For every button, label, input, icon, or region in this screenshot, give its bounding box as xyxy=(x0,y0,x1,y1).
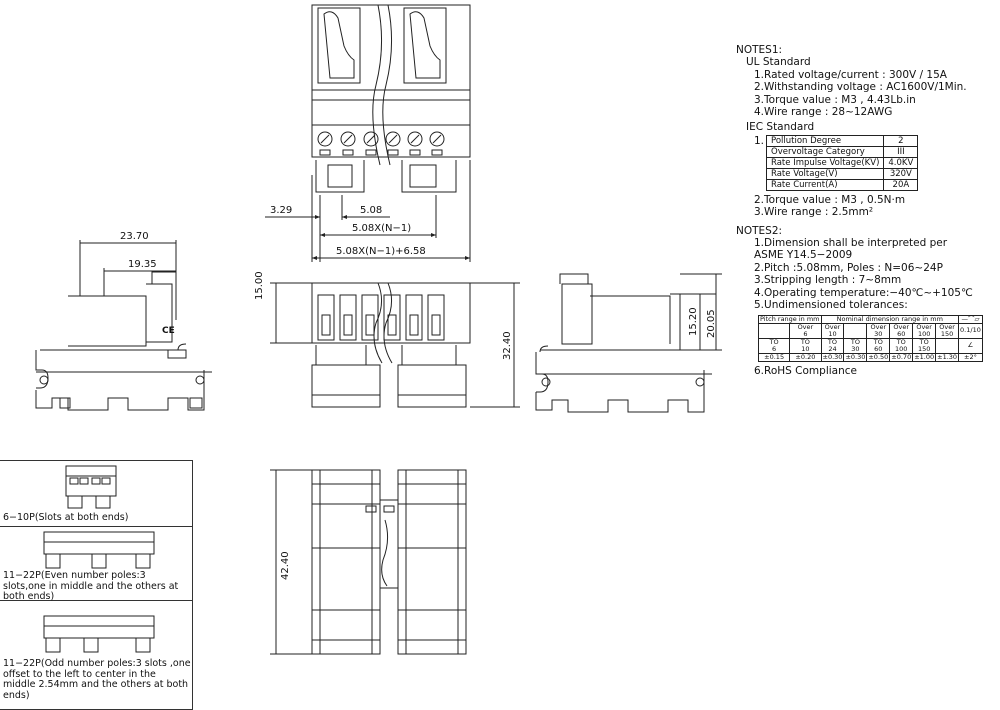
dim-42-40: 42.40 xyxy=(280,551,291,580)
notes2-item: ASME Y14.5−2009 xyxy=(754,249,853,262)
notes-panel: NOTES1: UL Standard 1.Rated voltage/curr… xyxy=(736,44,998,377)
ul-standard-title: UL Standard xyxy=(746,56,811,69)
iec-row: Rate Impulse Voltage(KV)4.0KV xyxy=(765,156,919,169)
left-side-view xyxy=(35,240,212,411)
iec-row: Rate Current(A)20A xyxy=(765,178,919,191)
tol-value: ±0.30 xyxy=(820,352,845,362)
iec-value: 2 xyxy=(883,134,919,147)
notes2-item: 3.Stripping length : 7~8mm xyxy=(754,274,902,287)
tol-value: ±0.20 xyxy=(789,352,822,362)
tol-value: ±1.00 xyxy=(912,352,937,362)
dim-5-08: 5.08 xyxy=(360,205,383,216)
iec-key: Pollution Degree xyxy=(765,134,885,147)
iec-key: Rate Current(A) xyxy=(765,178,885,191)
iec-key: Rate Voltage(V) xyxy=(765,167,885,180)
legend-cell: 6−10P(Slots at both ends) xyxy=(0,461,192,527)
front-view xyxy=(270,282,520,408)
legend-caption: 6−10P(Slots at both ends) xyxy=(3,512,129,523)
tol-cell xyxy=(757,322,791,339)
legend-thumbnails xyxy=(43,465,155,653)
iec-value: 4.0KV xyxy=(883,156,919,169)
iec-row: Rate Voltage(V)320V xyxy=(765,167,919,180)
legend-caption: 11−22P(Even number poles:3 slots,one in … xyxy=(3,570,179,602)
legend-cell: 11−22P(Odd number poles:3 slots ,one off… xyxy=(0,601,192,709)
ul-item: 1.Rated voltage/current : 300V / 15A xyxy=(754,68,947,81)
tol-flatness-symbol: —⌒▱ xyxy=(958,314,983,324)
tol-value: ±1.30 xyxy=(935,352,960,362)
notes2-item: 2.Pitch :5.08mm, Poles : N=06~24P xyxy=(754,261,943,274)
bottom-view xyxy=(270,469,467,655)
iec-item: 3.Wire range : 2.5mm² xyxy=(754,206,874,219)
dim-15-00: 15.00 xyxy=(254,271,265,300)
iec-value: III xyxy=(883,145,919,158)
notes1-title: NOTES1: xyxy=(736,44,783,56)
tol-cell xyxy=(843,322,868,339)
tol-value: ±0.15 xyxy=(757,352,791,362)
legend-cell: 11−22P(Even number poles:3 slots,one in … xyxy=(0,527,192,602)
iec-number: 1. xyxy=(754,134,765,147)
ul-item: 2.Withstanding voltage : AC1600V/1Min. xyxy=(754,81,967,94)
tolerance-table: Pitch range in mm Nominal dimension rang… xyxy=(757,314,983,362)
dim-23-70: 23.70 xyxy=(120,231,149,242)
notes2-title: NOTES2: xyxy=(736,224,783,237)
ce-mark: CE xyxy=(162,326,175,336)
notes2-item: 5.Undimensioned tolerances: xyxy=(754,299,908,312)
tol-header-nominal: Nominal dimension range in mm xyxy=(820,314,960,324)
ul-item: 4.Wire range : 28~12AWG xyxy=(754,106,893,119)
notes2-item: 4.Operating temperature:−40℃~+105℃ xyxy=(754,286,973,299)
dim-32-40: 32.40 xyxy=(502,331,513,360)
iec-item: 2.Torque value : M3 , 0.5N·m xyxy=(754,193,906,206)
iec-value: 320V xyxy=(883,167,919,180)
tol-cell xyxy=(935,337,960,354)
iec-standard-title: IEC Standard xyxy=(746,121,815,134)
notes2-item: 1.Dimension shall be interpreted per xyxy=(754,237,948,250)
dim-15-20: 15.20 xyxy=(688,307,699,336)
tol-value: ±0.70 xyxy=(889,352,914,362)
dim-total-width: 5.08X(N−1)+6.58 xyxy=(336,246,426,257)
ul-item: 3.Torque value : M3 , 4.43Lb.in xyxy=(754,93,916,106)
slot-legend: 6−10P(Slots at both ends) 11−22P(Even nu… xyxy=(0,460,193,710)
dim-3-29: 3.29 xyxy=(270,205,293,216)
top-view xyxy=(265,4,471,262)
dim-20-05: 20.05 xyxy=(706,309,717,338)
dim-pitch-n: 5.08X(N−1) xyxy=(352,223,412,234)
right-side-view xyxy=(535,273,722,413)
iec-key: Overvoltage Category xyxy=(765,145,885,158)
dim-19-35: 19.35 xyxy=(128,259,157,270)
tol-angle-value: ±2° xyxy=(958,352,983,362)
legend-caption: 11−22P(Odd number poles:3 slots ,one off… xyxy=(3,658,191,701)
rohs-note: 6.RoHS Compliance xyxy=(754,364,857,377)
tol-value: ±0.50 xyxy=(866,352,891,362)
tol-flatness-value: 0.1/10 xyxy=(958,322,983,339)
iec-value: 20A xyxy=(883,178,919,191)
tol-angle-symbol: ∠ xyxy=(958,337,983,354)
tol-value: ±0.30 xyxy=(843,352,868,362)
iec-key: Rate Impulse Voltage(KV) xyxy=(765,156,885,169)
